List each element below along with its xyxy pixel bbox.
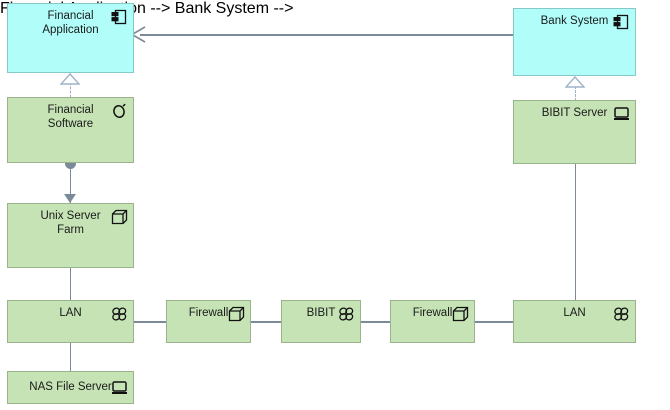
hollow-triangle-up-icon: [59, 72, 81, 90]
system-software-icon: [111, 103, 128, 119]
edge-financial-software-to-unix-farm: [69, 163, 71, 203]
node-label-bibit: BIBIT: [306, 307, 336, 319]
edge-lan-right-to-bibit-server: [574, 164, 576, 301]
network-icon: [338, 306, 355, 322]
edge-financial-software-realizes-app: [69, 82, 71, 98]
component-icon: [111, 9, 128, 25]
node-bibit-server[interactable]: BIBIT Server: [513, 100, 636, 164]
network-icon: [613, 306, 630, 322]
node-financial-software[interactable]: Financial Software: [7, 97, 134, 163]
node-unix-server-farm[interactable]: Unix Server Farm: [7, 203, 134, 268]
edge-lan-left-to-firewall-left: [133, 321, 167, 323]
node-icon: [228, 306, 245, 322]
node-label-lan-left: LAN: [59, 307, 82, 319]
device-icon: [111, 380, 128, 396]
edge-firewall-left-to-bibit: [250, 321, 282, 323]
node-lan-left[interactable]: LAN: [7, 300, 134, 343]
edge-lan-left-to-nas: [69, 343, 71, 372]
node-financial-application[interactable]: Financial Application: [7, 3, 134, 73]
edge-bank-to-financial-app: [140, 34, 514, 36]
arrow-down-filled-icon: [64, 194, 77, 203]
network-icon: [111, 306, 128, 322]
edge-firewall-right-to-lan-right: [474, 321, 514, 323]
edge-bibit-to-firewall-right: [360, 321, 391, 323]
node-label-firewall-left: Firewall: [188, 307, 229, 319]
node-label-firewall-right: Firewall: [412, 307, 453, 319]
node-label-nas-file-server: NAS File Server: [29, 381, 112, 393]
edge-unix-farm-to-lan-left: [69, 268, 71, 301]
node-lan-right[interactable]: LAN: [513, 300, 636, 343]
node-icon: [452, 306, 469, 322]
node-bank-system[interactable]: Bank System: [513, 8, 636, 76]
hollow-triangle-up-icon-2: [564, 75, 586, 93]
node-label-unix-server-farm: Unix Server Farm: [40, 210, 101, 236]
device-icon: [613, 106, 630, 122]
provided-interface-ball-icon: [64, 158, 76, 169]
node-label-bibit-server: BIBIT Server: [541, 107, 608, 119]
node-label-financial-application: Financial Application: [42, 10, 99, 36]
node-nas-file-server[interactable]: NAS File Server: [7, 371, 134, 404]
node-label-lan-right: LAN: [563, 307, 586, 319]
node-firewall-right[interactable]: Firewall: [390, 300, 475, 343]
node-label-financial-software: Financial Software: [47, 104, 94, 130]
edge-bibit-server-realizes-bank-system: [574, 86, 576, 101]
node-icon: [111, 209, 128, 225]
node-label-bank-system: Bank System: [540, 15, 609, 27]
node-bibit[interactable]: BIBIT: [281, 300, 361, 343]
node-firewall-left[interactable]: Firewall: [166, 300, 251, 343]
component-icon: [613, 14, 630, 30]
